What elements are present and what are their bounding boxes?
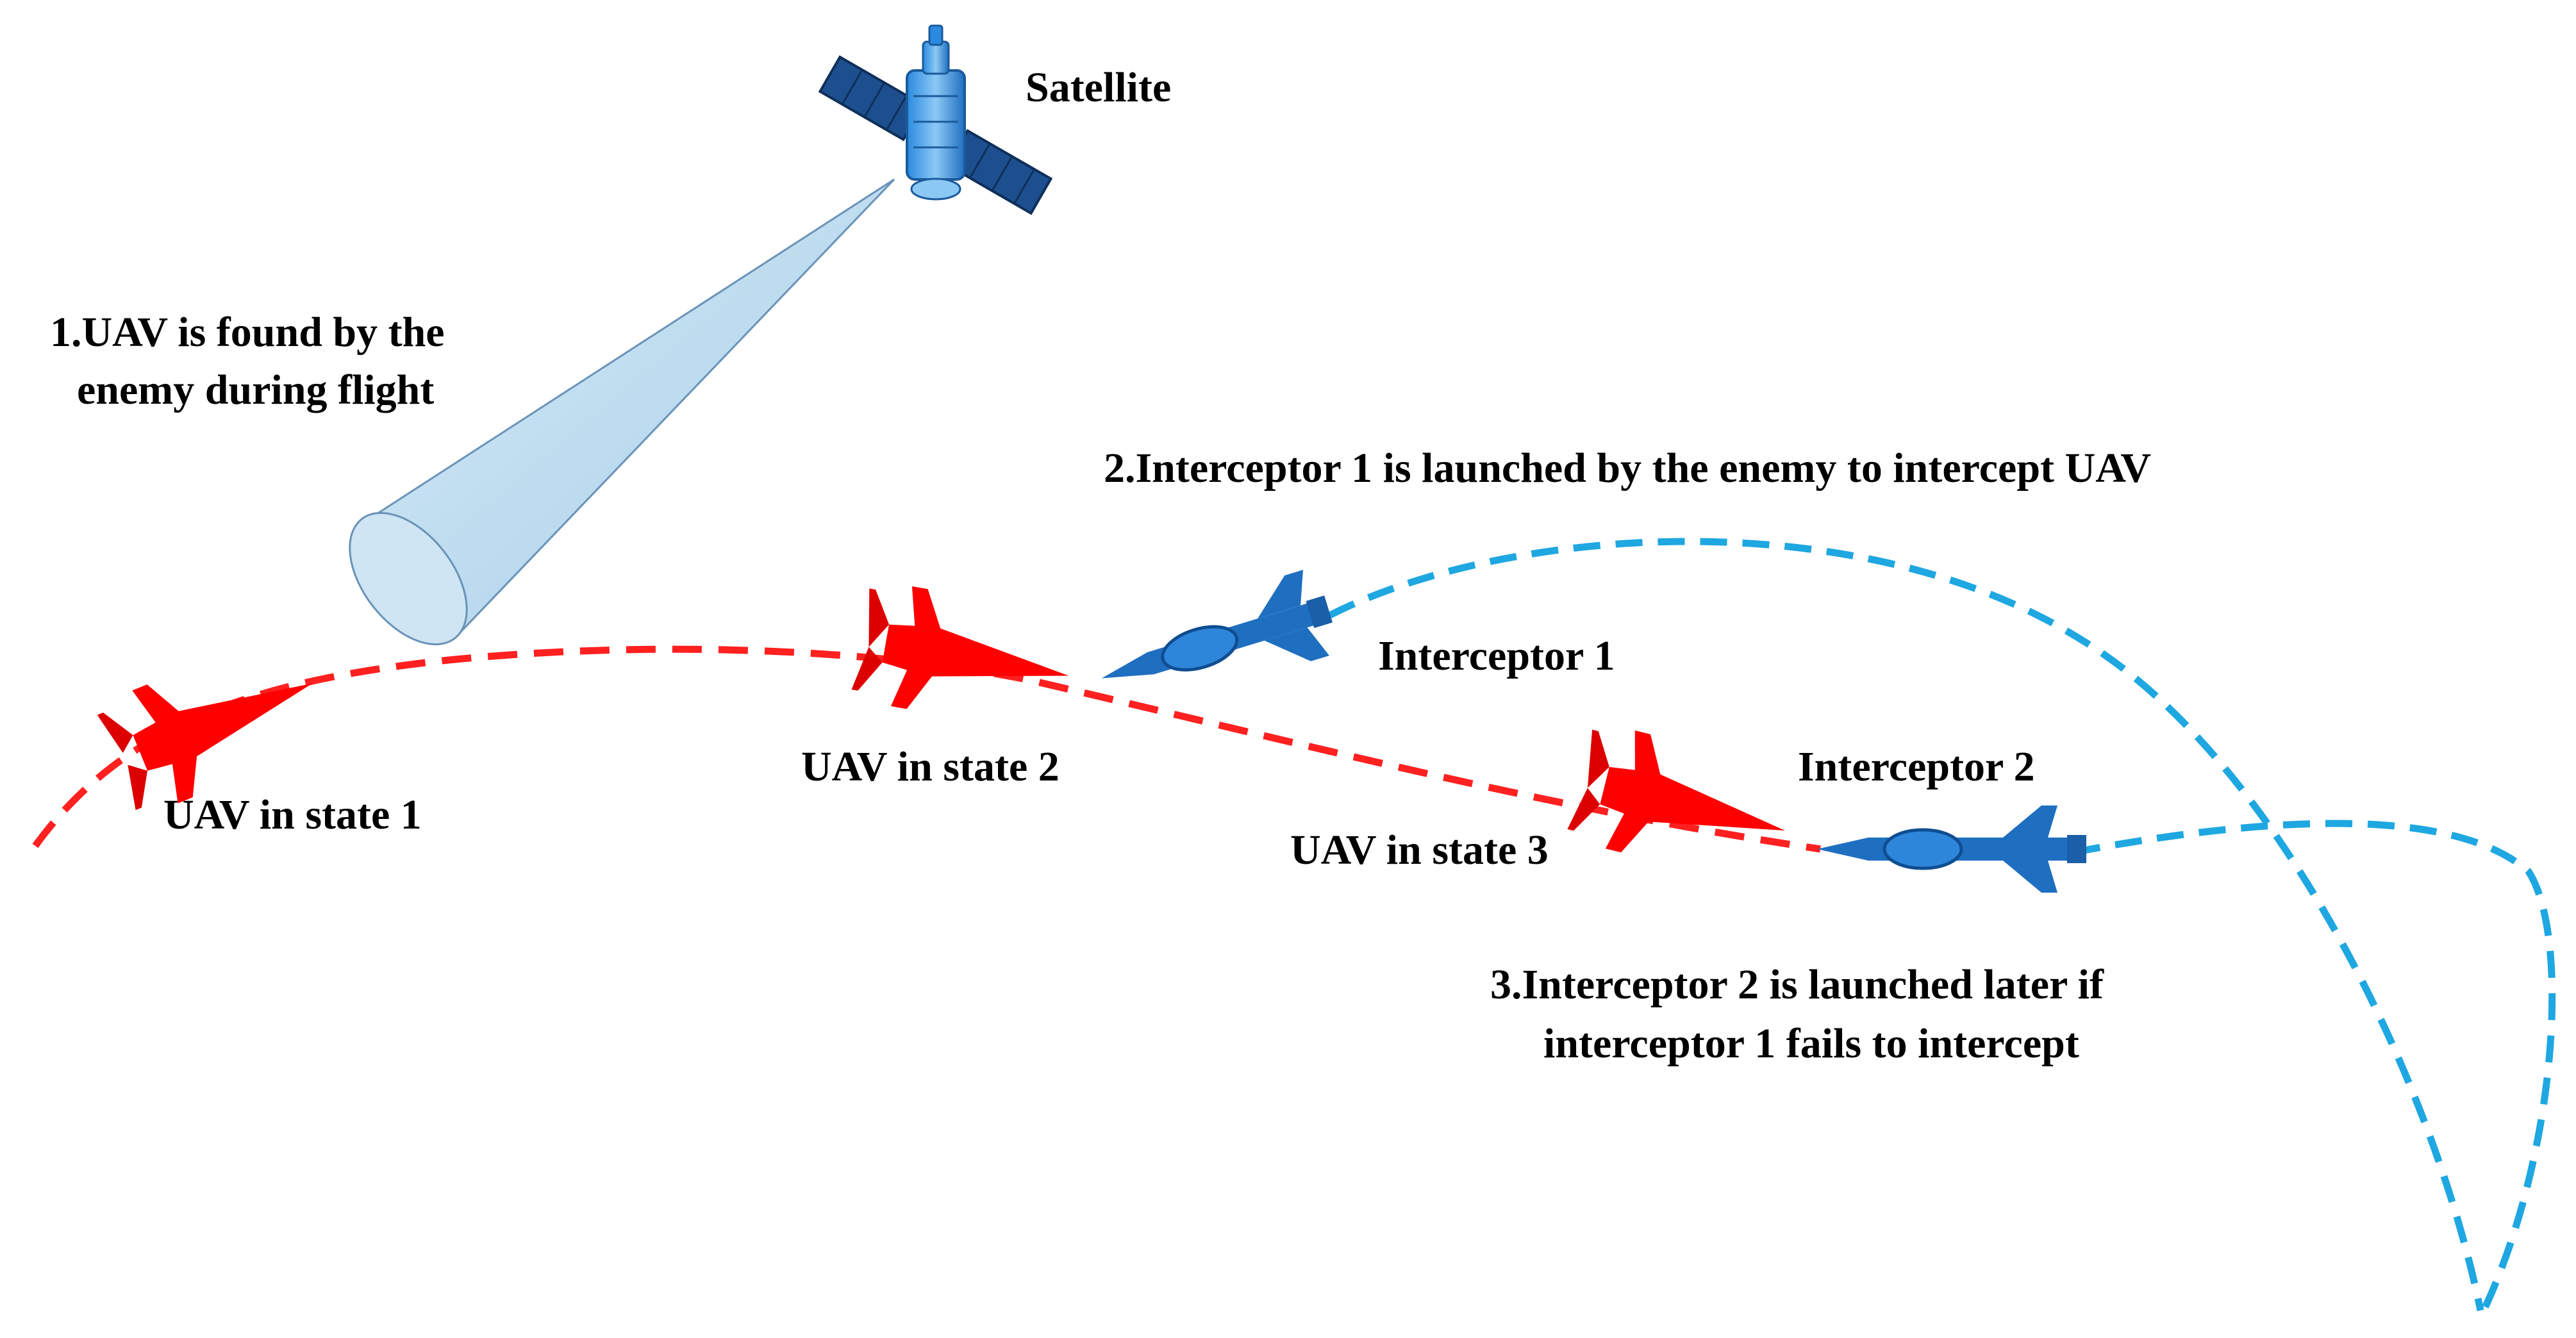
step3-label-line1: 3.Interceptor 2 is launched later if	[1490, 961, 2104, 1008]
uav-icon-state2	[851, 586, 1069, 709]
step3-label-line2: interceptor 1 fails to intercept	[1543, 1020, 2079, 1067]
interceptor1-trajectory	[1328, 538, 2484, 1312]
step1-label-line1: 1.UAV is found by the	[50, 309, 445, 356]
step2-label: 2.Interceptor 1 is launched by the enemy…	[1104, 445, 2151, 491]
satellite-icon	[818, 24, 1053, 215]
uav-icon-state3	[1567, 729, 1785, 853]
interceptor2-label: Interceptor 2	[1798, 743, 2035, 790]
uav-state2-label: UAV in state 2	[801, 743, 1059, 790]
interceptor-missile-icon-2	[1817, 805, 2086, 893]
interceptor2-trajectory	[2072, 820, 2556, 1312]
uav-state1-label: UAV in state 1	[163, 791, 422, 838]
uav-state3-label: UAV in state 3	[1290, 827, 1549, 873]
interceptor1-label: Interceptor 1	[1378, 632, 1615, 679]
satellite-label: Satellite	[1026, 64, 1171, 111]
uav-icon-state1	[97, 683, 313, 811]
step1-label-line2: enemy during flight	[77, 367, 434, 413]
interceptor-missile-icon-1	[1101, 570, 1333, 679]
sensor-beam	[349, 178, 895, 645]
